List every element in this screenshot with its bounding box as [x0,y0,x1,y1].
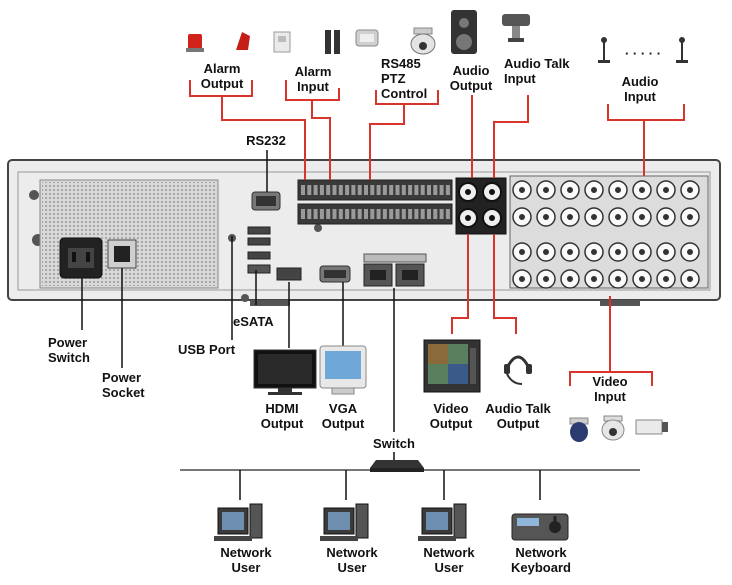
connector-line [451,234,469,334]
label-rs232: RS232 [246,133,286,148]
connector-line [493,95,529,178]
esata-port [247,264,271,274]
door-contact-icon [325,30,340,54]
svg-text:· · · · ·: · · · · · [625,46,661,61]
connector-lines [189,80,685,386]
microphone-icon [502,14,530,42]
smoke-detector-icon [355,29,379,47]
power-socket-port [59,237,103,279]
terminal-blocks [297,179,453,225]
label-esata: eSATA [233,314,274,329]
computer-workstation-icon [418,503,467,541]
ptz-camera-icon [601,415,625,441]
network-ports [363,253,427,287]
label-usb-port: USB Port [178,342,236,357]
ventilation-grille [39,179,219,289]
video-bnc-array [509,175,709,289]
label-switch: Switch [373,436,415,451]
tv-monitor-icon [423,339,481,393]
speaker-icon [451,10,477,54]
box-camera-icon [635,419,668,435]
connector-line [369,104,405,180]
headset-icon [504,355,532,385]
vga-port [319,265,351,283]
lcd-monitor-icon [253,349,317,395]
strobe-light-icon [236,32,250,50]
motion-sensor-icon [273,31,291,53]
rs232-port [251,191,281,211]
computer-workstation-icon [214,503,263,541]
connector-line [607,104,685,121]
connector-line [311,100,331,180]
computer-workstation-icon [320,503,369,541]
speed-dome-camera-icon [410,27,436,55]
connector-line [375,90,439,105]
microphone-array-icon: · · · · · [598,37,688,63]
usb-ports [247,226,271,260]
dome-camera-icon [569,417,589,442]
connector-line [493,234,517,334]
hdmi-port [276,267,302,281]
crt-monitor-icon [319,345,367,395]
power-switch-port [107,239,137,269]
siren-icon [186,34,204,52]
ptz-keyboard-icon [511,513,569,541]
audio-bnc-block [455,177,507,235]
connector-line [221,96,306,180]
network-switch-icon [370,460,424,472]
